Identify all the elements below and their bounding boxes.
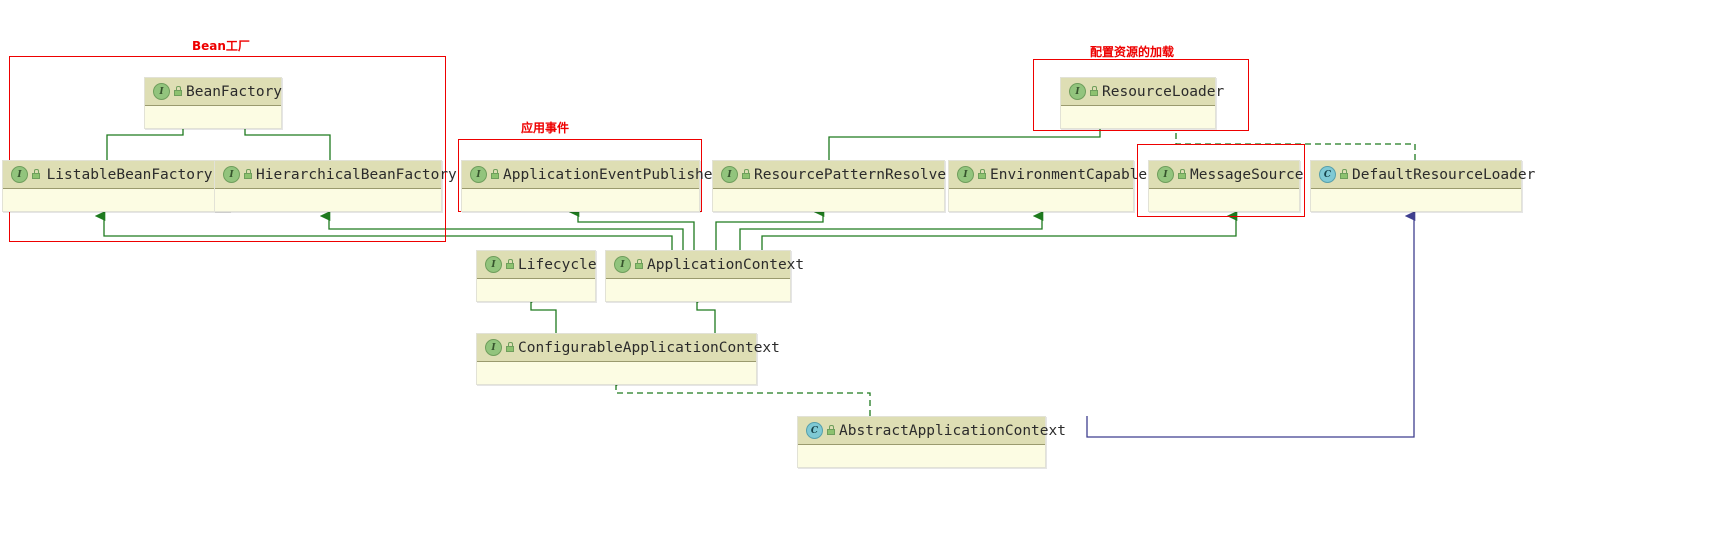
visibility-public-icon xyxy=(826,425,837,436)
uml-node-members xyxy=(477,362,756,384)
interface-badge-icon: I xyxy=(1069,83,1086,100)
visibility-public-icon xyxy=(173,86,184,97)
uml-node-header: I MessageSource xyxy=(1149,161,1304,189)
uml-node-header: I HierarchicalBeanFactory xyxy=(215,161,457,189)
interface-badge-icon: I xyxy=(223,166,240,183)
interface-badge-icon: I xyxy=(11,166,28,183)
uml-node-title: ListableBeanFactory xyxy=(46,166,213,183)
uml-node-title: EnvironmentCapable xyxy=(990,166,1148,183)
uml-node-HierarchicalBeanFactory[interactable]: I HierarchicalBeanFactory xyxy=(214,160,457,212)
visibility-public-icon xyxy=(490,169,501,180)
interface-badge-icon: I xyxy=(470,166,487,183)
uml-node-title: ResourcePatternResolver xyxy=(754,166,955,183)
uml-node-title: ApplicationEventPublisher xyxy=(503,166,722,183)
interface-badge-icon: I xyxy=(957,166,974,183)
uml-node-title: ApplicationContext xyxy=(647,256,805,273)
group-label-app-event: 应用事件 xyxy=(521,121,570,135)
uml-node-members xyxy=(215,189,441,211)
uml-node-members xyxy=(713,189,944,211)
uml-node-header: I EnvironmentCapable xyxy=(949,161,1147,189)
uml-node-header: C DefaultResourceLoader xyxy=(1311,161,1535,189)
uml-node-ApplicationEventPublisher[interactable]: I ApplicationEventPublisher xyxy=(461,160,721,212)
visibility-public-icon xyxy=(505,342,516,353)
uml-node-members xyxy=(462,189,699,211)
visibility-public-icon xyxy=(243,169,254,180)
uml-node-title: ResourceLoader xyxy=(1102,83,1225,100)
uml-node-header: I ApplicationEventPublisher xyxy=(462,161,721,189)
uml-node-header: I ListableBeanFactory xyxy=(3,161,229,189)
visibility-public-icon xyxy=(1177,169,1188,180)
uml-node-header: I ResourcePatternResolver xyxy=(713,161,955,189)
visibility-public-icon xyxy=(977,169,988,180)
visibility-public-icon xyxy=(741,169,752,180)
uml-node-header: I ResourceLoader xyxy=(1061,78,1224,106)
uml-node-header: I BeanFactory xyxy=(145,78,282,106)
visibility-public-icon xyxy=(31,169,42,180)
uml-node-ResourcePatternResolver[interactable]: I ResourcePatternResolver xyxy=(712,160,955,212)
visibility-public-icon xyxy=(634,259,645,270)
interface-badge-icon: I xyxy=(153,83,170,100)
uml-node-AbstractApplicationContext[interactable]: C AbstractApplicationContext xyxy=(797,416,1066,468)
uml-node-EnvironmentCapable[interactable]: I EnvironmentCapable xyxy=(948,160,1147,212)
uml-node-ResourceLoader[interactable]: I ResourceLoader xyxy=(1060,77,1224,129)
visibility-public-icon xyxy=(505,259,516,270)
uml-node-members xyxy=(949,189,1133,211)
uml-node-MessageSource[interactable]: I MessageSource xyxy=(1148,160,1304,212)
uml-node-members xyxy=(606,279,790,301)
uml-node-title: AbstractApplicationContext xyxy=(839,422,1066,439)
uml-node-title: HierarchicalBeanFactory xyxy=(256,166,457,183)
group-label-resource-load: 配置资源的加载 xyxy=(1090,45,1175,59)
uml-node-Lifecycle[interactable]: I Lifecycle xyxy=(476,250,597,302)
uml-node-title: ConfigurableApplicationContext xyxy=(518,339,780,356)
uml-node-members xyxy=(1149,189,1299,211)
uml-node-members xyxy=(798,445,1045,467)
uml-node-title: BeanFactory xyxy=(186,83,283,100)
uml-node-members xyxy=(3,189,229,211)
uml-node-DefaultResourceLoader[interactable]: C DefaultResourceLoader xyxy=(1310,160,1535,212)
interface-badge-icon: I xyxy=(485,256,502,273)
interface-badge-icon: I xyxy=(485,339,502,356)
uml-node-header: I Lifecycle xyxy=(477,251,597,279)
uml-node-members xyxy=(145,106,281,128)
uml-node-members xyxy=(1061,106,1215,128)
uml-node-title: DefaultResourceLoader xyxy=(1352,166,1536,183)
uml-node-members xyxy=(1311,189,1521,211)
uml-node-header: I ConfigurableApplicationContext xyxy=(477,334,780,362)
association-edges xyxy=(1086,211,1416,438)
group-label-bean-factory: Bean工厂 xyxy=(192,39,250,53)
uml-node-header: I ApplicationContext xyxy=(606,251,804,279)
class-badge-icon: C xyxy=(806,422,823,439)
class-badge-icon: C xyxy=(1319,166,1336,183)
uml-node-ListableBeanFactory[interactable]: I ListableBeanFactory xyxy=(2,160,230,212)
interface-badge-icon: I xyxy=(721,166,738,183)
uml-node-members xyxy=(477,279,595,301)
uml-node-ConfigurableApplicationContext[interactable]: I ConfigurableApplicationContext xyxy=(476,333,780,385)
visibility-public-icon xyxy=(1339,169,1350,180)
uml-node-BeanFactory[interactable]: I BeanFactory xyxy=(144,77,282,129)
uml-node-title: MessageSource xyxy=(1190,166,1304,183)
interface-badge-icon: I xyxy=(614,256,631,273)
visibility-public-icon xyxy=(1089,86,1100,97)
uml-node-title: Lifecycle xyxy=(518,256,597,273)
uml-node-header: C AbstractApplicationContext xyxy=(798,417,1066,445)
interface-badge-icon: I xyxy=(1157,166,1174,183)
uml-node-ApplicationContext[interactable]: I ApplicationContext xyxy=(605,250,804,302)
